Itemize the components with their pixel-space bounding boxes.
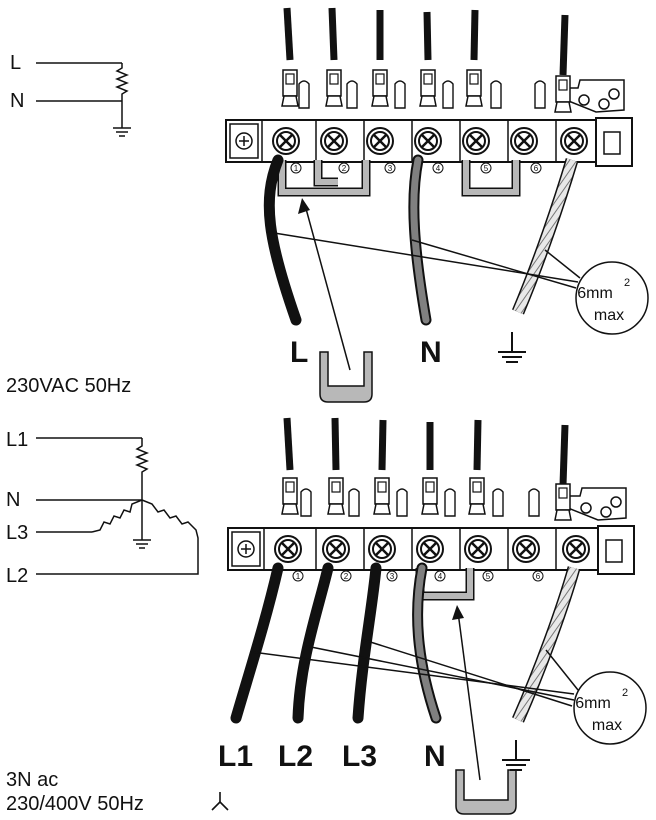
top-schematic-label-n: N (10, 90, 24, 112)
bottom-wire-label-n: N (424, 740, 446, 773)
bottom-section: L1 N L3 L2 (6, 417, 647, 815)
bottom-bridge-pointer (452, 605, 517, 815)
bottom-wire-label-l3: L3 (342, 740, 377, 773)
top-wire-line (263, 154, 302, 326)
bottom-wire-earth (513, 566, 579, 723)
bottom-wire-neutral (414, 564, 440, 722)
bottom-supply-line1: 3N ac (6, 769, 58, 791)
bottom-schematic-label-l1: L1 (6, 429, 28, 451)
top-callout-superscript: 2 (624, 277, 630, 289)
top-terminal-numbers: 1 2 3 4 5 6 (290, 162, 542, 174)
bottom-schematic-label-l3: L3 (6, 522, 28, 544)
bottom-connectors (281, 477, 572, 521)
bottom-terminal-1: 1 (296, 572, 301, 581)
bottom-terminal-4: 4 (438, 572, 443, 581)
top-terminal-5: 5 (484, 164, 489, 173)
top-connectors (281, 69, 572, 113)
top-terminal-2: 2 (342, 164, 347, 173)
bottom-terminal-6: 6 (536, 572, 541, 581)
bottom-callout-superscript: 2 (622, 687, 628, 699)
bottom-terminal-numbers: 1 2 3 4 5 6 (292, 570, 544, 582)
top-terminal-4: 4 (436, 164, 441, 173)
bottom-terminal-block (227, 487, 635, 575)
bottom-schematic-label-l2: L2 (6, 565, 28, 587)
bottom-supply-cables (283, 417, 569, 486)
top-schematic-label-l: L (10, 52, 21, 74)
bottom-wire-l2 (292, 562, 334, 724)
top-earth-symbol (498, 332, 526, 363)
bottom-earth-symbol (502, 740, 530, 771)
bottom-terminal-2: 2 (344, 572, 349, 581)
bottom-callout-max: max (592, 717, 622, 734)
top-wire-neutral (410, 156, 430, 324)
top-bridges (277, 160, 521, 197)
bottom-wire-label-l2: L2 (278, 740, 313, 773)
top-wire-label-n: N (420, 336, 442, 369)
top-wire-label-l: L (290, 336, 308, 369)
bottom-supply-line2: 230/400V 50Hz (6, 793, 144, 815)
top-supply-label: 230VAC 50Hz (6, 375, 131, 397)
bottom-schematic-label-n: N (6, 489, 20, 511)
top-terminal-1: 1 (294, 164, 299, 173)
bottom-bridge-part (455, 769, 517, 815)
top-terminal-3: 3 (388, 164, 393, 173)
top-section: L N (6, 7, 649, 403)
star-symbol-icon (211, 792, 229, 811)
top-schematic: L N (10, 52, 131, 137)
top-supply-cables (283, 7, 569, 76)
bottom-output-wires (230, 562, 581, 724)
top-bridge-part (319, 351, 373, 403)
bottom-terminal-5: 5 (486, 572, 491, 581)
top-callout: 6mm 2 max (267, 231, 649, 335)
top-bridge-pointer (298, 198, 373, 403)
top-wire-earth (513, 158, 577, 314)
bottom-wire-label-l1: L1 (218, 740, 253, 773)
top-callout-size: 6mm (577, 285, 613, 302)
bottom-bridge (415, 568, 475, 601)
top-callout-max: max (594, 307, 624, 324)
top-terminal-6: 6 (534, 164, 539, 173)
bottom-callout-size: 6mm (575, 695, 611, 712)
bottom-wire-l1 (230, 562, 284, 724)
bottom-terminal-3: 3 (390, 572, 395, 581)
bottom-wire-l3 (352, 562, 382, 724)
bottom-schematic: L1 N L3 L2 (6, 429, 199, 587)
bottom-callout: 6mm 2 max (251, 639, 647, 745)
top-output-wires (263, 154, 579, 326)
